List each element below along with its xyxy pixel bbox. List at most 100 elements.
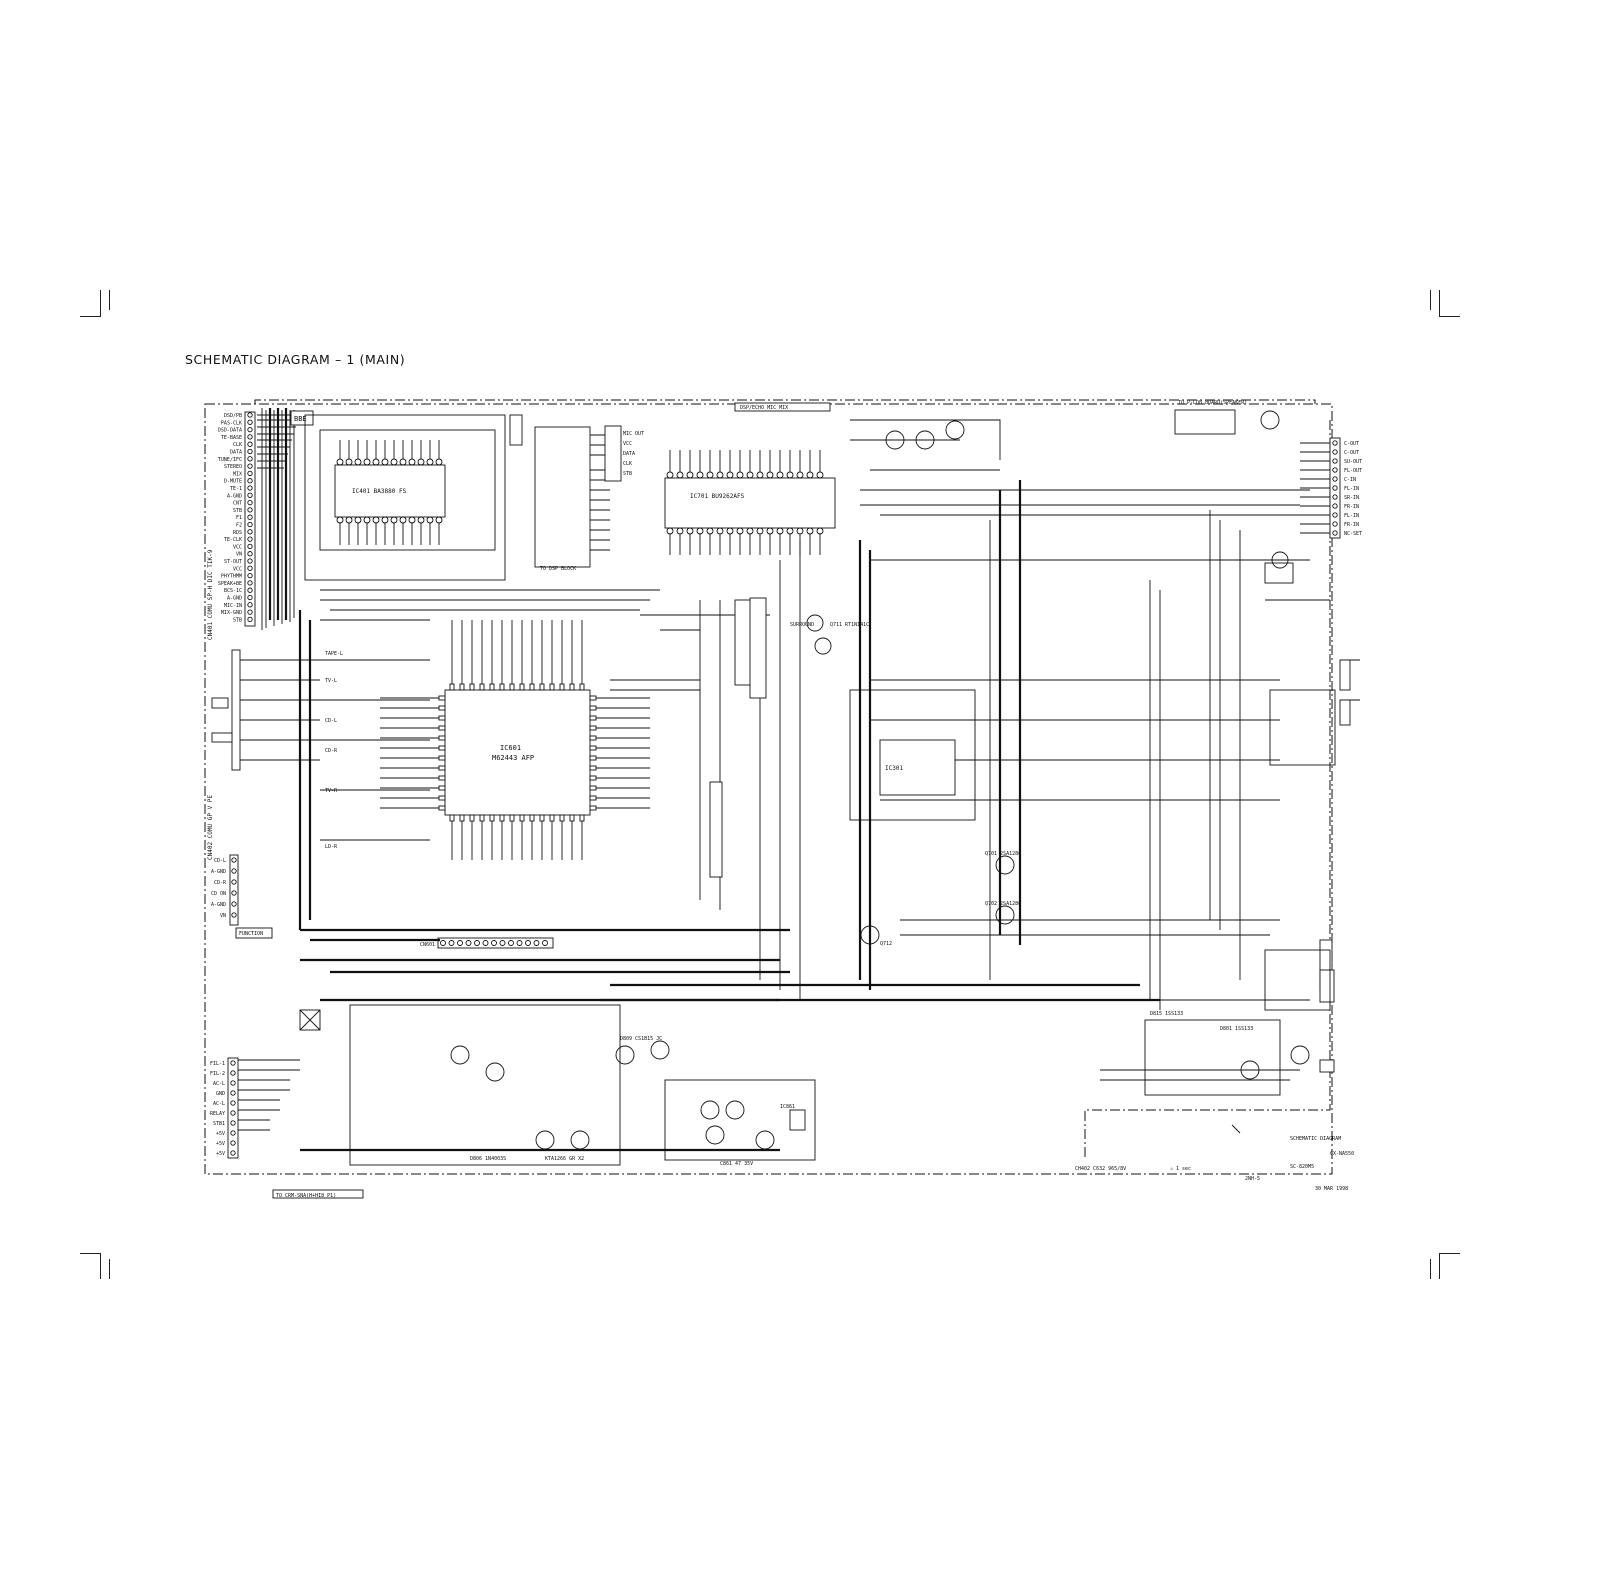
ic701-pin: [746, 527, 754, 535]
left-connector-pin: [247, 602, 253, 608]
ktal-label: KTA1266 GR X2: [545, 1156, 584, 1162]
right-connector-pin: [1332, 521, 1338, 527]
left-connector-pin-label: TE-CLK: [224, 537, 242, 543]
ic701-pin: [736, 527, 744, 535]
left-connector-pin-label: A-GND: [227, 493, 242, 499]
ic601-pin: [479, 683, 485, 691]
cn601-pin: [474, 940, 480, 946]
left-connector-pin: [247, 616, 253, 623]
cn601-pin: [491, 940, 497, 946]
left-connector-pin: [247, 456, 253, 462]
right-connector-pin-label: NC-SET: [1344, 531, 1362, 537]
left-connector-pin: [247, 412, 253, 418]
ic401-pin: [345, 458, 353, 466]
ic601-pin: [459, 814, 465, 822]
ic601-pin: [499, 683, 505, 691]
left-connector-pin: [247, 463, 253, 469]
ic601-pin: [589, 735, 597, 741]
lower-connector-pin-label: A-GND: [211, 869, 226, 875]
right-connector-pin: [1332, 467, 1338, 473]
bbe-label: BBE: [294, 415, 307, 423]
to-speaker-board: TO P-LDB BOARD(SPEAKER): [1174, 400, 1280, 435]
q712: Q712: [860, 925, 892, 947]
right-connector-pin-label: FR-IN: [1344, 504, 1359, 510]
ic401-label: IC401 BA3880 FS: [352, 488, 407, 495]
power-connector-pin: [230, 1130, 236, 1136]
left-connector-pin-label: SPEAK+BE: [218, 581, 242, 587]
cn601-label: CN601: [420, 942, 435, 948]
right-connector-pin: [1332, 449, 1338, 455]
ic701-pin-5: STB: [623, 471, 632, 477]
left-connector-pin: [247, 426, 253, 433]
ic601-pin: [438, 755, 446, 761]
right-connector-pin-label: FL-IN: [1344, 513, 1359, 519]
left-connector-pin: [247, 514, 253, 520]
left-connector-pin: [247, 565, 253, 571]
right-connector-pin: [1332, 512, 1338, 518]
crop-mark-tl-h: [80, 316, 101, 317]
lower-connector-pin-label: CD ON: [211, 891, 226, 897]
ic601-input-6: LD-R: [325, 844, 338, 850]
left-connector-pin-label: STB: [233, 617, 242, 623]
power-connector-pin-label: FIL-1: [210, 1061, 225, 1067]
ic601-pin: [449, 814, 455, 822]
ic701-pin: [706, 527, 714, 535]
crop-mark-tl-v2: [109, 290, 110, 310]
ic601-pin: [509, 814, 515, 822]
footer-note: CH402 C632 965/8V: [1075, 1166, 1126, 1172]
ic601-pin: [569, 814, 575, 822]
ic861-label: IC861: [780, 1104, 795, 1110]
ic601-pin: [499, 814, 505, 822]
left-connector-pin-label: PAS-CLK: [221, 420, 242, 426]
ic601-pin: [519, 814, 525, 822]
power-supply: FIL-1FIL-2AC-LGNDAC-LRELAYSTB1+5V+5V+5V …: [210, 998, 780, 1199]
right-connector: C-OUTC-OUTSU-OUTFL-OUTC-INFL-INSR-INFR-I…: [1300, 437, 1362, 539]
left-connector-pin: [247, 478, 253, 484]
d815-label: D815 1SS133: [1150, 1011, 1183, 1017]
ic701-pin: [746, 471, 754, 479]
ic601-pin: [549, 683, 555, 691]
power-connector-pin: [230, 1080, 236, 1086]
lower-connector-pin-label: A-GND: [211, 902, 226, 908]
footer-model: CX-NA550: [1330, 1151, 1354, 1157]
ic601-input-2: TV-L: [325, 678, 337, 684]
power-connector-pin-label: STB1: [213, 1121, 225, 1127]
ic401-pin: [426, 516, 434, 524]
ic601-pin: [438, 765, 446, 771]
page-title: SCHEMATIC DIAGRAM – 1 (MAIN): [185, 352, 406, 367]
ic701-pin: [666, 471, 674, 479]
crop-mark-tr-h: [1439, 316, 1460, 317]
right-connector-pin: [1332, 458, 1338, 464]
power-connector-pin-label: +5V: [216, 1131, 225, 1137]
footer-title: SCHEMATIC DIAGRAM: [1290, 1136, 1341, 1142]
ic601-pin: [438, 705, 446, 711]
ic401-pin: [381, 458, 389, 466]
left-connector-pin: [247, 470, 253, 477]
power-connector-pin: [230, 1150, 236, 1156]
ic601-pin: [589, 725, 597, 731]
ic701-pin: [816, 471, 824, 479]
ic401-pin: [399, 516, 407, 524]
left-connector-pin-label: RDS: [233, 530, 242, 536]
ic601-pin: [559, 683, 565, 691]
ic701-block: MIC OUT VCC DATA CLK STB IC701 BU9262AFS…: [604, 402, 836, 555]
left-connector-pin-label: BCS-1C: [224, 588, 242, 594]
ic701-pin: [786, 471, 794, 479]
ic701-pin-1: MIC OUT: [623, 431, 644, 437]
right-connector-pin: [1332, 440, 1338, 446]
cn601-pin: [542, 940, 548, 946]
cn601-strip: CN601: [420, 937, 554, 949]
to-p-ldb-label: TO P-LDB BOARD(SPEAKER): [1178, 400, 1247, 406]
left-connector-pin-label: VCC: [233, 566, 242, 572]
left-connector-pin-label: CNT: [233, 501, 242, 507]
ic401-pin: [435, 516, 443, 524]
ic701-pin: [716, 527, 724, 535]
power-connector-pin: [230, 1110, 236, 1116]
ic401-pin: [336, 458, 344, 466]
top-right-mic-amp: [850, 419, 1310, 980]
ic401-pin: [372, 458, 380, 466]
cn601-pin: [533, 940, 540, 946]
left-connector-pin-label: A-GND: [227, 596, 242, 602]
ic601-pin: [529, 814, 535, 822]
